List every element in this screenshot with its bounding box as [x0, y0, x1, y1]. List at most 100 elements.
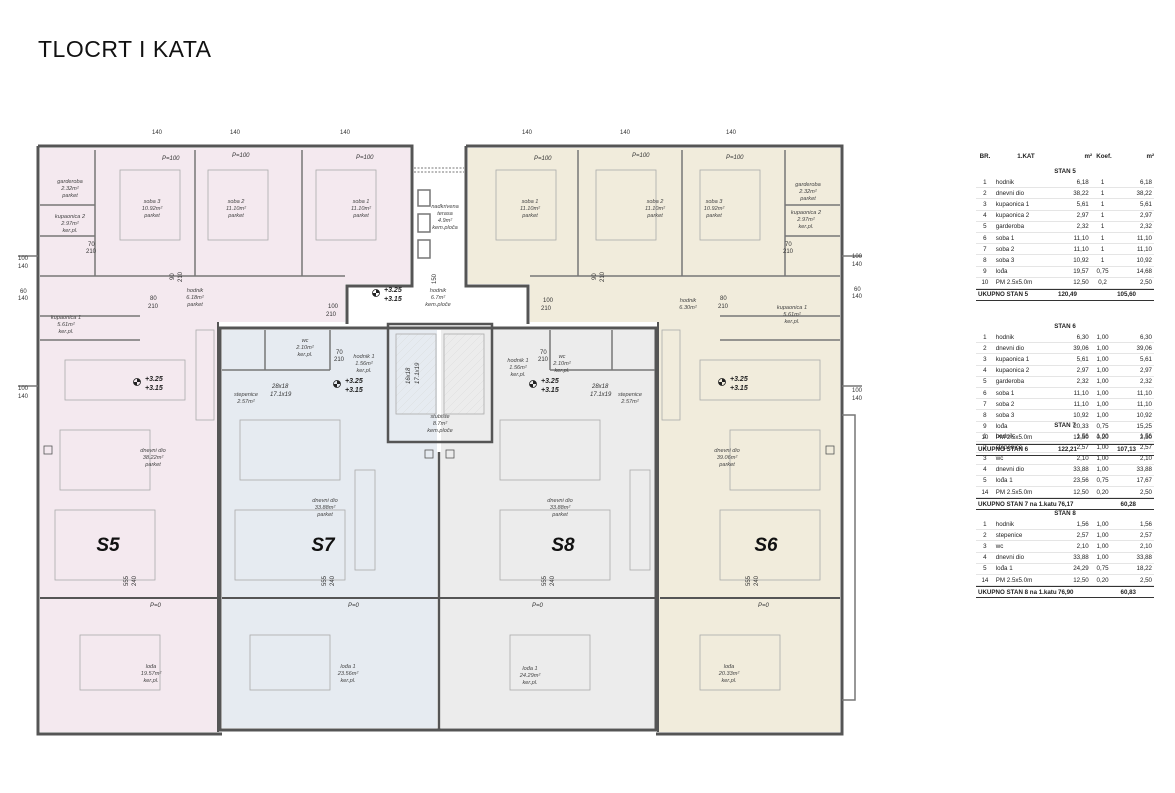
table-cell: stepenice [995, 443, 1023, 451]
table-cell: 1 [1100, 212, 1105, 220]
column-3 [445, 449, 455, 459]
svg-text:+3.25: +3.25 [541, 378, 559, 385]
table-cell: 1 [983, 520, 987, 528]
kitchen-s7 [354, 469, 376, 571]
table-cell: 20,33 [1073, 423, 1089, 431]
table-cell: 12,50 [1073, 576, 1089, 584]
svg-text:+3.15: +3.15 [384, 296, 402, 303]
table-cell: dnevni dio [995, 189, 1025, 197]
section-title: STAN 5 [1054, 168, 1076, 175]
dimension-label: 240 [132, 575, 138, 586]
table-cell: 1,00 [1096, 400, 1109, 408]
dimension-label: 210 [326, 312, 337, 318]
page-title: TLOCRT I KATA [38, 36, 212, 62]
dimension-label: 555 [746, 575, 752, 586]
table-cell: 6,30 [1139, 333, 1152, 341]
loggia-table-s6 [699, 634, 781, 691]
table-cell: 14 [981, 488, 989, 496]
loggia-table-s5 [79, 634, 161, 691]
table-cell: 6,30 [1076, 333, 1089, 341]
s6-room-walls [530, 150, 840, 341]
table-cell: 6,18 [1139, 178, 1152, 186]
stair-label: 17.1x19 [270, 392, 292, 398]
dimension-label: 140 [340, 130, 351, 136]
table-cell: 11,10 [1136, 245, 1152, 253]
table-cell: 1 [1100, 223, 1105, 231]
section-title: STAN 6 [1054, 323, 1076, 330]
table-cell: 33,88 [1136, 554, 1152, 562]
total-cell: 107,13 [1117, 446, 1136, 454]
table-cell: 14,68 [1136, 268, 1152, 276]
total-cell: UKUPNO STAN 8 na 1.katu [978, 588, 1057, 596]
table-cell: 2,50 [1139, 488, 1152, 496]
table-cell: 4 [983, 554, 987, 562]
svg-text:+3.25: +3.25 [145, 376, 163, 383]
table-cell: 1,00 [1096, 454, 1109, 462]
dimension-label: 555 [542, 575, 548, 586]
column-1 [43, 445, 53, 455]
dimension-label: 210 [783, 249, 794, 255]
dimension-label: 140 [620, 130, 631, 136]
table-cell: 2,10 [1076, 542, 1089, 550]
table-cell: dnevni dio [995, 554, 1025, 562]
table-cell: 1 [983, 178, 987, 186]
lounge-s6 [719, 509, 821, 581]
bed-s5-1 [315, 169, 377, 241]
bed-s6-2 [595, 169, 657, 241]
dimension-label: 70 [540, 350, 547, 356]
table-cell: 19,57 [1073, 268, 1089, 276]
section-title: STAN 8 [1054, 510, 1076, 517]
stair-label: 17.1x19 [415, 362, 421, 384]
common-area [345, 284, 530, 324]
s5-room-walls [40, 150, 345, 341]
terrace-rail [414, 167, 464, 173]
svg-text:+3.15: +3.15 [730, 385, 748, 392]
table-cell: 2,32 [1139, 223, 1152, 231]
table-cell: 12,50 [1073, 434, 1089, 442]
dimension-label: 210 [541, 306, 552, 312]
dimension-label: 210 [148, 304, 159, 310]
table-cell: 1 [1100, 178, 1105, 186]
table-cell: 1 [1100, 189, 1105, 197]
table-cell: 2,50 [1139, 279, 1152, 287]
svg-text:+3.25: +3.25 [730, 376, 748, 383]
dimension-label: 100 [852, 388, 863, 394]
table-cell: 0,75 [1096, 268, 1109, 276]
table-cell: 4 [983, 367, 987, 375]
table-cell: PM 2.5x5.0m [995, 279, 1033, 287]
table-cell: 4 [983, 212, 987, 220]
sill-labels: P=100 P=100 P=100 P=100 P=100 P=100 P=0 … [150, 153, 770, 609]
table-header: BR. 1.KAT m² Koef. m² [976, 153, 1154, 163]
table-cell: kupaonica 2 [995, 367, 1030, 375]
table-cell: 38,22 [1136, 189, 1152, 197]
table-cell: 1,00 [1096, 344, 1109, 352]
bed-s6-3 [699, 169, 761, 241]
table-cell: hodnik [995, 432, 1015, 440]
partitions [18, 150, 862, 701]
dimension-label: 140 [522, 130, 533, 136]
bed-s5-3 [119, 169, 181, 241]
table-cell: 9 [983, 268, 987, 276]
apartment-tag-s6: S6 [754, 535, 778, 556]
table-cell: dnevni dio [995, 466, 1025, 474]
table-cell: kupaonica 2 [995, 212, 1030, 220]
